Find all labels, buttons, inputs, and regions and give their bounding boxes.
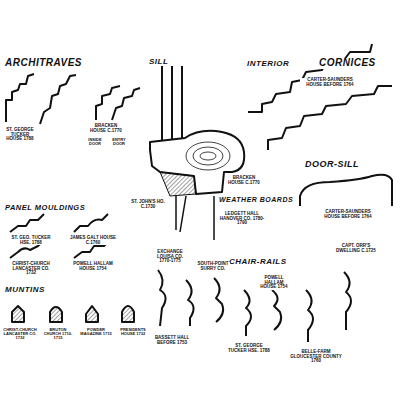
source-caption: SOUTH-POINT SURRY CO. (196, 262, 230, 271)
chair-rail-profile (214, 278, 223, 322)
wood-grain (186, 142, 230, 170)
source-caption: PRESIDENTS HOUSE 1732 (114, 328, 152, 336)
architrave-profile (96, 86, 120, 120)
section-heading: INTERIOR (246, 60, 290, 68)
source-caption: ST. JOHN'S HO. C.1730 (130, 200, 166, 209)
cornice-profile (248, 44, 372, 112)
section-heading: CHAIR-RAILS (228, 258, 288, 266)
architrave-profile (6, 74, 34, 122)
chair-rail-profile (158, 270, 166, 326)
source-caption: BRUTON CHURCH 1710-1715 (40, 328, 76, 341)
chair-rail-profile (244, 290, 251, 336)
source-caption: JAMES GALT HOUSE C.1760 (68, 236, 118, 245)
source-caption: EXCHANGE LOUISA CO. 1770-1775 (150, 250, 190, 264)
section-heading: CORNICES (318, 58, 377, 69)
source-caption: CARTER-SAUNDERS HOUSE BEFORE 1764 (318, 210, 378, 219)
muntin-section (12, 306, 24, 322)
section-heading: WEATHER BOARDS (218, 196, 276, 203)
source-caption: CHRIST-CHURCH LANCASTER CO. 1732 (2, 328, 38, 341)
source-caption: BASSETT HALL BEFORE 1753 (150, 336, 194, 345)
muntin-section (86, 306, 98, 322)
door-sill-profile (300, 175, 392, 206)
source-caption: BELLE-FARM GLOUCESTER COUNTY 1760 (288, 350, 344, 364)
section-heading: MUNTINS (4, 286, 46, 294)
source-caption: ST. GEO. TUCKER HSE. 1788 (6, 236, 56, 245)
chair-rail-profile (306, 290, 313, 342)
muntin-section (122, 306, 134, 322)
section-heading: SILL (148, 58, 169, 66)
wood-grain (200, 152, 216, 160)
source-caption: CHRIST-CHURCH LANCASTER CO. 1732 (6, 262, 56, 276)
source-caption: BRACKEN HOUSE C.1770 (226, 176, 262, 185)
source-caption: ENTRY DOOR (108, 138, 130, 146)
chair-rail-profile (344, 272, 351, 330)
source-caption: CARTER-SAUNDERS HOUSE BEFORE 1764 (300, 78, 360, 87)
window-frame (162, 66, 182, 150)
cornice-profile (268, 86, 392, 150)
section-heading: DOOR-SILL (304, 160, 360, 169)
source-caption: POWELL HALLAM HOUSE 1754 (68, 262, 118, 271)
sill-hatch (160, 172, 196, 196)
source-caption: LEDGETT HALL HANOVER CO. 1780-1790 (218, 212, 266, 226)
wood-grain (193, 147, 223, 165)
source-caption: BRACKEN HOUSE C.1770 (86, 124, 126, 133)
chair-rail-profile (186, 280, 194, 326)
architrave-profile (40, 75, 76, 124)
section-heading: ARCHITRAVES (4, 58, 83, 69)
weather-board (176, 196, 214, 240)
muntin-section (50, 307, 62, 322)
source-caption: POWDER MAGAZINE 1715 (78, 328, 114, 336)
source-caption: ST. GEORGE TUCKER HSE. 1788 (226, 344, 272, 353)
chair-rail-profile (272, 290, 281, 330)
source-caption: POWELL HALLAM HOUSE 1754 (256, 276, 292, 290)
architrave-profile (112, 88, 140, 120)
source-caption: CAPT. ORR'S DWELLING C.1725 (334, 244, 378, 253)
panel-moulding (10, 214, 44, 232)
panel-moulding (74, 214, 108, 232)
section-heading: PANEL MOULDINGS (4, 204, 86, 212)
source-caption: ST. GEORGE TUCKER HOUSE 1788 (2, 128, 38, 142)
source-caption: INSIDE DOOR (84, 138, 106, 146)
